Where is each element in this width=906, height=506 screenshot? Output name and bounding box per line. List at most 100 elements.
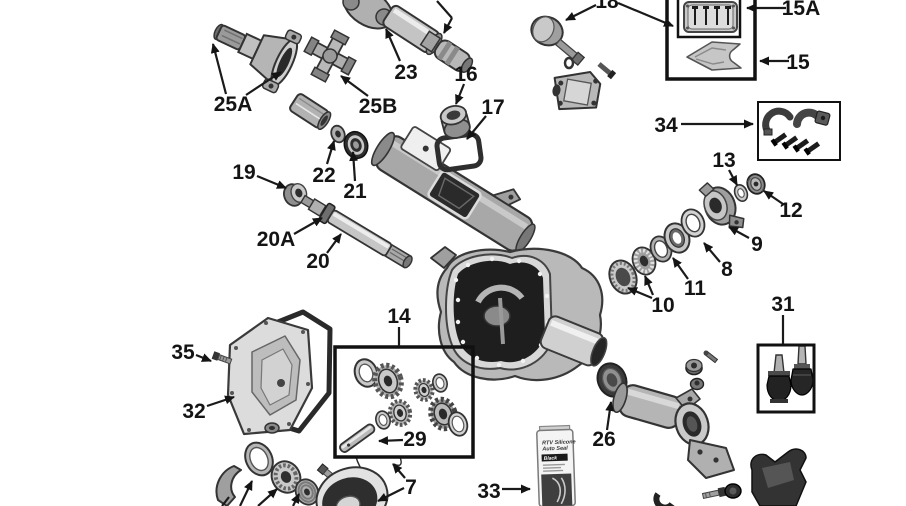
pinion-yoke-9 xyxy=(698,182,745,229)
callout-arrow-19 xyxy=(256,174,287,190)
shift-fork xyxy=(686,41,742,71)
callout-arrow-10 xyxy=(627,286,653,300)
tube-label-line2: Auto Seal xyxy=(541,446,568,453)
o-ring xyxy=(563,56,575,70)
callout-arrow-7 xyxy=(377,487,405,502)
spider-gear xyxy=(387,399,413,427)
pinion-yoke-25a xyxy=(213,23,303,94)
callout-label-15: 15 xyxy=(786,51,810,74)
callout-label-23: 23 xyxy=(394,61,417,84)
callout-label-12: 12 xyxy=(779,199,802,222)
callout-label-21: 21 xyxy=(343,180,367,203)
callout-label-33: 33 xyxy=(477,480,500,503)
washer-13 xyxy=(733,184,749,202)
bearing-race xyxy=(244,441,274,477)
carrier-bearing-group xyxy=(215,441,389,506)
callout-arrow-9 xyxy=(728,226,750,239)
u-joint-25b xyxy=(303,29,357,83)
shift-housing xyxy=(552,70,602,111)
callout-arrow-20A xyxy=(293,217,323,235)
callout-label-29: 29 xyxy=(403,428,426,451)
callout-arrow-13 xyxy=(728,169,738,186)
callout-arrow-25A xyxy=(210,43,228,95)
box-31 xyxy=(756,343,816,414)
callout-label-25B: 25B xyxy=(359,95,398,118)
callout-arrow-21 xyxy=(349,151,359,182)
callout-label-7: 7 xyxy=(405,476,417,499)
shift-motor-plate xyxy=(683,1,738,33)
spider-gear xyxy=(413,378,435,402)
callout-label-15A: 15A xyxy=(782,0,821,20)
differential-housing xyxy=(430,246,608,382)
cover-gasket xyxy=(257,309,333,434)
tube-label-line3: Black xyxy=(544,455,558,461)
ball-joint-kit xyxy=(766,345,814,403)
callout-arrow-32 xyxy=(206,395,235,408)
stud xyxy=(597,62,617,80)
pinion-bearing-series xyxy=(608,173,766,295)
callout-arrow-8 xyxy=(703,242,721,263)
callout-label-13: 13 xyxy=(712,149,735,172)
cover-bolt-holes xyxy=(453,256,551,368)
callout-label-19: 19 xyxy=(232,161,255,184)
box-14 xyxy=(333,345,475,459)
knuckle-nut xyxy=(685,358,703,376)
bearing-10 xyxy=(608,259,638,295)
callout-arrow-10 xyxy=(643,275,655,296)
callout-arrow-12 xyxy=(763,190,784,205)
spline-sleeve xyxy=(289,93,332,131)
cutoff-arrow xyxy=(290,493,300,506)
callout-arrow-23 xyxy=(384,28,402,62)
bearing-cap xyxy=(215,465,242,506)
callout-label-32: 32 xyxy=(182,400,205,423)
callout-label-22: 22 xyxy=(312,164,335,187)
tube-label-line1: RTV Silicone xyxy=(542,439,576,446)
callout-arrow-7 xyxy=(392,463,406,479)
callout-label-14: 14 xyxy=(387,305,411,328)
nut-19 xyxy=(283,182,308,207)
knuckle-flange xyxy=(674,402,710,446)
nut-12 xyxy=(746,173,766,195)
side-gear xyxy=(372,362,404,400)
callout-label-11: 11 xyxy=(684,277,707,300)
bottom-right-hardware xyxy=(653,448,807,506)
callout-arrow-26 xyxy=(605,401,615,431)
callout-arrow-18 xyxy=(565,4,597,21)
callout-arrow-29 xyxy=(378,436,404,446)
callout-label-35: 35 xyxy=(171,341,195,364)
carrier-bearing xyxy=(270,460,302,494)
callout-arrow-18 xyxy=(617,1,674,28)
knuckle-nut-small xyxy=(689,377,705,391)
bushing-16 xyxy=(439,104,471,139)
bracket-arm xyxy=(492,188,522,206)
bracket-face xyxy=(762,462,794,488)
cutoff-arrow xyxy=(443,17,453,34)
callout-label-10: 10 xyxy=(651,294,674,317)
callout-label-16: 16 xyxy=(454,63,477,86)
c-clip-partial xyxy=(653,492,675,506)
callout-arrow-16 xyxy=(454,83,466,105)
callout-label-31: 31 xyxy=(771,293,795,316)
box-15 xyxy=(665,0,757,81)
callout-label-34: 34 xyxy=(654,114,678,137)
clamp-studs xyxy=(770,132,821,156)
bolt-35 xyxy=(211,351,233,365)
clamp-kit xyxy=(762,107,831,156)
washer-22 xyxy=(330,124,346,144)
rtv-tube-33: RTV Silicone Auto Seal Black xyxy=(536,424,576,506)
washer-8 xyxy=(680,208,706,238)
callout-label-20: 20 xyxy=(306,250,329,273)
callout-label-18: 18 xyxy=(595,0,619,13)
tube-opening xyxy=(427,170,482,220)
callout-label-8: 8 xyxy=(721,258,733,281)
bolt xyxy=(701,486,727,500)
callout-arrow-25A xyxy=(245,71,282,96)
cutoff-arrow xyxy=(239,480,253,506)
box-15a xyxy=(676,0,742,39)
box-34 xyxy=(757,101,841,161)
cross-shaft-29 xyxy=(339,423,376,453)
callout-label-20A: 20A xyxy=(257,228,296,251)
